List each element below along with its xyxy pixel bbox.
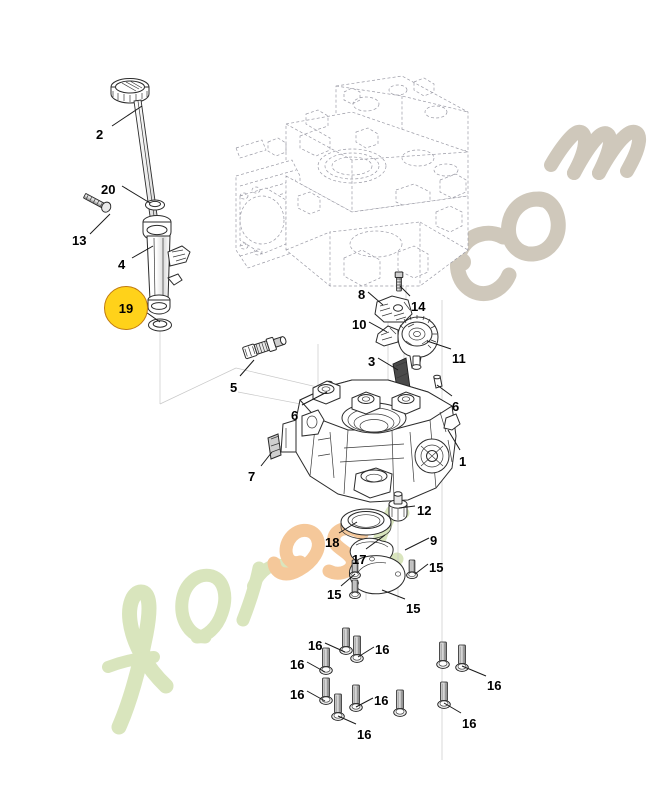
callout-number-16[interactable]: 16 xyxy=(487,678,502,693)
highlight-number: 19 xyxy=(118,300,134,316)
callout-number-1[interactable]: 1 xyxy=(459,454,467,469)
callout-number-16[interactable]: 16 xyxy=(375,642,390,657)
callout-number-16[interactable]: 16 xyxy=(290,687,305,702)
callout-number-10[interactable]: 10 xyxy=(352,317,367,332)
leader-line-13 xyxy=(89,213,111,235)
part-oring-20 xyxy=(145,199,165,211)
part-plug-12 xyxy=(388,491,408,522)
callout-number-14[interactable]: 14 xyxy=(411,299,426,314)
callout-number-16[interactable]: 16 xyxy=(374,693,389,708)
part-bracket-10 xyxy=(375,325,399,347)
watermark-forest-com xyxy=(102,124,647,735)
callout-number-16[interactable]: 16 xyxy=(290,657,305,672)
leader-line-16 xyxy=(337,715,357,725)
leader-line-5 xyxy=(239,359,255,377)
part-screw-13 xyxy=(83,193,112,213)
leader-line-11 xyxy=(426,340,452,350)
part-bolt-14 xyxy=(394,271,404,292)
leader-line-1 xyxy=(447,429,461,451)
leader-line-16 xyxy=(461,665,487,677)
part-seal-18 xyxy=(340,508,392,540)
part-bolt-16-f xyxy=(319,677,333,705)
callout-number-11[interactable]: 11 xyxy=(452,351,466,366)
highlight-bubble-19[interactable]: 19 xyxy=(104,286,148,330)
callout-number-9[interactable]: 9 xyxy=(430,533,438,548)
callout-number-13[interactable]: 13 xyxy=(72,233,87,248)
callout-number-15[interactable]: 15 xyxy=(406,601,421,616)
part-bolt-16-g xyxy=(349,684,363,712)
callout-number-2[interactable]: 2 xyxy=(96,127,104,142)
part-bracket-8 xyxy=(374,295,413,323)
callout-number-16[interactable]: 16 xyxy=(308,638,323,653)
callout-number-4[interactable]: 4 xyxy=(118,257,126,272)
callout-leader-lines xyxy=(89,105,487,725)
part-bolt-16-j xyxy=(393,689,407,717)
leader-line-6 xyxy=(301,391,328,406)
leader-line-16 xyxy=(355,697,374,708)
leader-line-3 xyxy=(377,357,399,371)
part-dowel-6b xyxy=(433,374,443,389)
leader-line-10 xyxy=(368,321,388,333)
leader-line-2 xyxy=(111,105,143,127)
callout-number-15[interactable]: 15 xyxy=(327,587,342,602)
callout-number-3[interactable]: 3 xyxy=(368,354,376,369)
part-oring-19 xyxy=(148,318,172,332)
leader-line-9 xyxy=(404,537,430,551)
part-valve-5 xyxy=(242,336,287,360)
leader-line-15 xyxy=(414,563,429,575)
leader-line-6 xyxy=(436,384,453,397)
part-cover-9 xyxy=(349,555,406,595)
part-bolt-16-b xyxy=(350,635,364,663)
leader-line-14 xyxy=(399,285,411,297)
callout-number-6[interactable]: 6 xyxy=(291,408,299,423)
leader-line-12 xyxy=(398,505,416,509)
leader-line-4 xyxy=(131,245,154,259)
leader-line-15 xyxy=(381,589,406,600)
callout-number-20[interactable]: 20 xyxy=(101,182,116,197)
leader-line-15 xyxy=(340,573,356,587)
part-bolt-16-i xyxy=(437,681,451,709)
part-dipstick-tube xyxy=(142,215,191,315)
leader-line-16 xyxy=(324,642,346,653)
callout-number-15[interactable]: 15 xyxy=(429,560,444,575)
part-crankcase-1 xyxy=(280,379,461,503)
callout-number-18[interactable]: 18 xyxy=(325,535,340,550)
leader-line-16 xyxy=(306,690,326,702)
callout-number-16[interactable]: 16 xyxy=(357,727,372,742)
part-bolt-15-b xyxy=(406,559,418,580)
part-bolt-16-d xyxy=(436,641,450,669)
leader-line-17 xyxy=(365,534,386,550)
leader-line-16 xyxy=(306,661,326,673)
callout-number-8[interactable]: 8 xyxy=(358,287,366,302)
callout-number-6[interactable]: 6 xyxy=(452,399,460,414)
leader-line-8 xyxy=(367,291,384,306)
engine-block-phantom xyxy=(235,75,469,287)
callout-number-7[interactable]: 7 xyxy=(248,469,256,484)
callout-number-12[interactable]: 12 xyxy=(417,503,432,518)
part-oil-pump-11 xyxy=(397,315,439,370)
callout-number-17[interactable]: 17 xyxy=(352,552,367,567)
leader-line-16 xyxy=(443,702,462,714)
leader-line-16 xyxy=(357,646,375,658)
callout-number-5[interactable]: 5 xyxy=(230,380,238,395)
leader-line-20 xyxy=(121,185,151,204)
leader-line-7 xyxy=(260,451,273,467)
leader-line-18 xyxy=(338,521,358,534)
callout-number-16[interactable]: 16 xyxy=(462,716,477,731)
